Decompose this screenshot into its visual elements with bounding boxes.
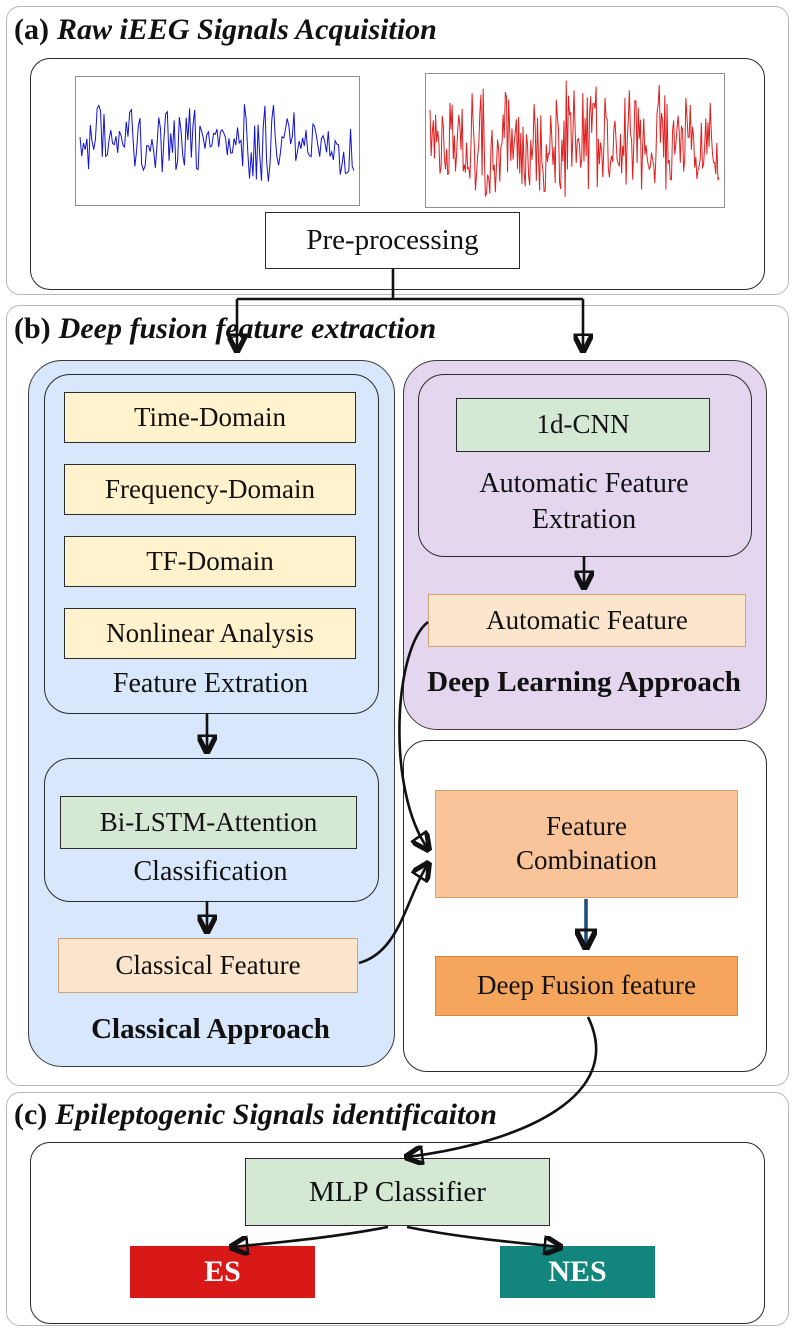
panel-b-border bbox=[6, 305, 789, 1086]
panel-c-border bbox=[6, 1092, 789, 1326]
time-domain-label: Time-Domain bbox=[133, 401, 286, 432]
classical-feature-label: Classical Feature bbox=[115, 949, 301, 980]
deep-fusion-feature-label: Deep Fusion feature bbox=[477, 970, 696, 1001]
panel-b-title-prefix: (b) bbox=[14, 312, 51, 345]
1d-cnn-box: 1d-CNN bbox=[456, 398, 710, 452]
classification-label: Classification bbox=[133, 856, 288, 887]
mlp-classifier-box: MLP Classifier bbox=[245, 1158, 550, 1226]
deep-fusion-feature-box: Deep Fusion feature bbox=[435, 956, 738, 1016]
classification-group bbox=[44, 758, 379, 902]
panel-c-title-text: Epileptogenic Signals identificaiton bbox=[55, 1098, 497, 1131]
panel-a-title-prefix: (a) bbox=[14, 13, 49, 46]
ieeg-waveform-blue-icon bbox=[79, 104, 355, 182]
bilstm-attention-label: Bi-LSTM-Attention bbox=[99, 806, 318, 837]
ieeg-waveform-red-icon bbox=[429, 80, 720, 197]
panel-c-title: (c)Epileptogenic Signals identificaiton bbox=[14, 1098, 497, 1132]
automatic-feature-extraction-label: Automatic Feature Extration bbox=[479, 468, 689, 536]
nonlinear-analysis-label: Nonlinear Analysis bbox=[106, 617, 314, 648]
automatic-feature-label: Automatic Feature bbox=[486, 604, 688, 635]
frequency-domain-box: Frequency-Domain bbox=[64, 464, 356, 515]
automatic-feature-box: Automatic Feature bbox=[428, 594, 746, 647]
classical-approach-label: Classical Approach bbox=[91, 1013, 330, 1045]
es-result-box: ES bbox=[130, 1246, 315, 1298]
panel-c-title-prefix: (c) bbox=[14, 1098, 48, 1131]
bilstm-attention-box: Bi-LSTM-Attention bbox=[60, 796, 357, 849]
panel-b-title: (b)Deep fusion feature extraction bbox=[14, 312, 436, 346]
feature-combination-box: Feature Combination bbox=[435, 790, 738, 898]
nes-result-box: NES bbox=[500, 1246, 655, 1298]
panel-a-title-text: Raw iEEG Signals Acquisition bbox=[56, 13, 437, 46]
nonlinear-analysis-box: Nonlinear Analysis bbox=[64, 608, 356, 659]
feature-extraction-label: Feature Extration bbox=[112, 668, 309, 699]
preprocessing-label: Pre-processing bbox=[306, 224, 479, 257]
tf-domain-label: TF-Domain bbox=[146, 545, 274, 576]
mlp-classifier-label: MLP Classifier bbox=[309, 1175, 486, 1208]
panel-b-title-text: Deep fusion feature extraction bbox=[58, 312, 437, 345]
1d-cnn-label: 1d-CNN bbox=[536, 409, 630, 440]
classical-feature-box: Classical Feature bbox=[58, 938, 358, 993]
es-label: ES bbox=[204, 1255, 241, 1288]
nes-label: NES bbox=[548, 1255, 607, 1288]
ieeg-waveform-blue-frame bbox=[75, 76, 360, 206]
feature-extraction-group bbox=[44, 374, 379, 714]
tf-domain-box: TF-Domain bbox=[64, 536, 356, 587]
frequency-domain-label: Frequency-Domain bbox=[105, 473, 315, 504]
deep-learning-approach-label: Deep Learning Approach bbox=[427, 666, 741, 698]
ieeg-waveform-red-frame bbox=[425, 73, 725, 208]
panel-a-title: (a)Raw iEEG Signals Acquisition bbox=[14, 13, 437, 47]
time-domain-box: Time-Domain bbox=[64, 392, 356, 443]
preprocessing-box: Pre-processing bbox=[265, 212, 520, 269]
feature-combination-label: Feature Combination bbox=[516, 811, 657, 875]
